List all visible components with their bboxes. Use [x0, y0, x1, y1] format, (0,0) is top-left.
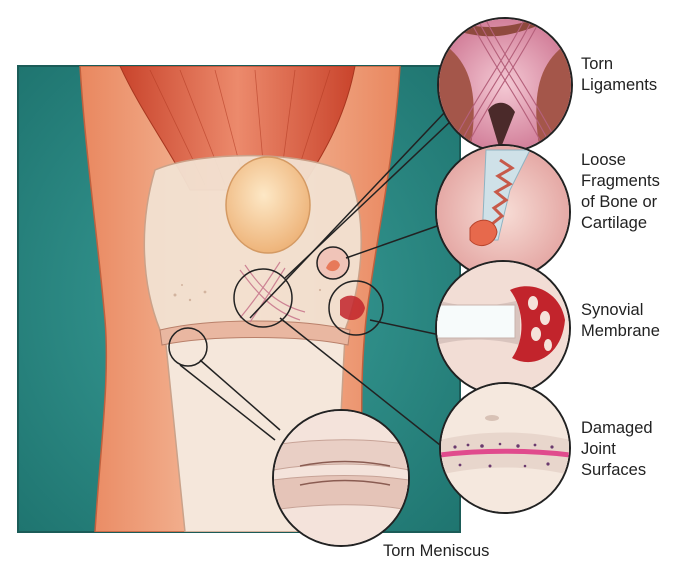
- torn-meniscus-zoom-circle: [272, 409, 410, 547]
- ligament-spot-circle: [233, 268, 293, 328]
- kneecap: [225, 156, 311, 254]
- synovial-membrane-label: Synovial Membrane: [581, 301, 660, 340]
- torn-meniscus-label: Torn Meniscus: [383, 542, 490, 560]
- meniscus-spot-circle: [168, 327, 208, 367]
- damaged-joint-surfaces-label: Damaged Joint Surfaces: [581, 419, 653, 479]
- torn-ligaments-label: Torn Ligaments: [581, 55, 658, 94]
- damaged-joint-surfaces-zoom-circle: [439, 382, 571, 514]
- synovial-spot-circle: [328, 280, 384, 336]
- leader-lines: [179, 111, 453, 446]
- loose-fragments-label: Loose Fragments of Bone or Cartilage: [581, 151, 660, 232]
- torn-ligaments-zoom-circle: [437, 17, 573, 153]
- synovial-membrane-zoom-circle: [435, 260, 571, 396]
- meniscus: [159, 320, 351, 346]
- loose-fragments-zoom-circle: [435, 144, 571, 280]
